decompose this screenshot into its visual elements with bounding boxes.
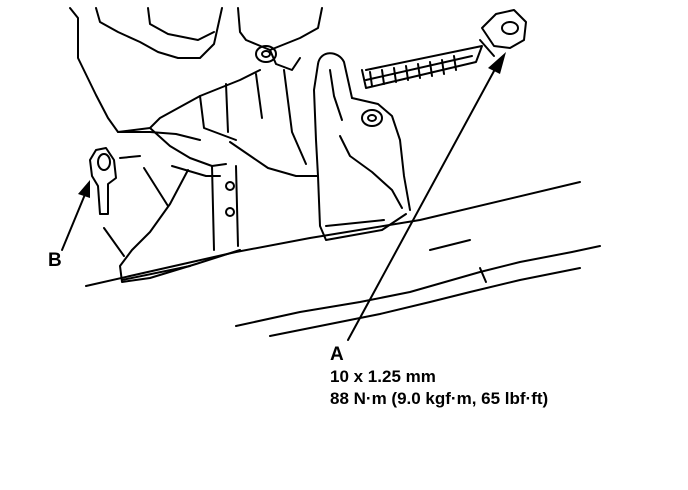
arrow-head-b: [78, 180, 90, 198]
leader-line-b: [61, 191, 87, 251]
callout-a-label: A: [330, 344, 344, 365]
frame-member: [85, 181, 601, 337]
housing-bolt-boss: [255, 45, 277, 63]
engine-housing: [69, 7, 323, 177]
torque-spec: 88 N·m (9.0 kgf·m, 65 lbf·ft): [330, 389, 549, 408]
lower-mount-bracket: [103, 127, 241, 283]
clip-b: [89, 147, 141, 215]
mounting-bolt-a: [361, 9, 527, 89]
arrow-head-a: [488, 52, 506, 74]
bolt-size-spec: 10 x 1.25 mm: [330, 367, 436, 386]
callout-b-label: B: [48, 250, 62, 271]
upright-mount-bracket: [313, 52, 411, 241]
leader-line-a: [347, 59, 501, 341]
